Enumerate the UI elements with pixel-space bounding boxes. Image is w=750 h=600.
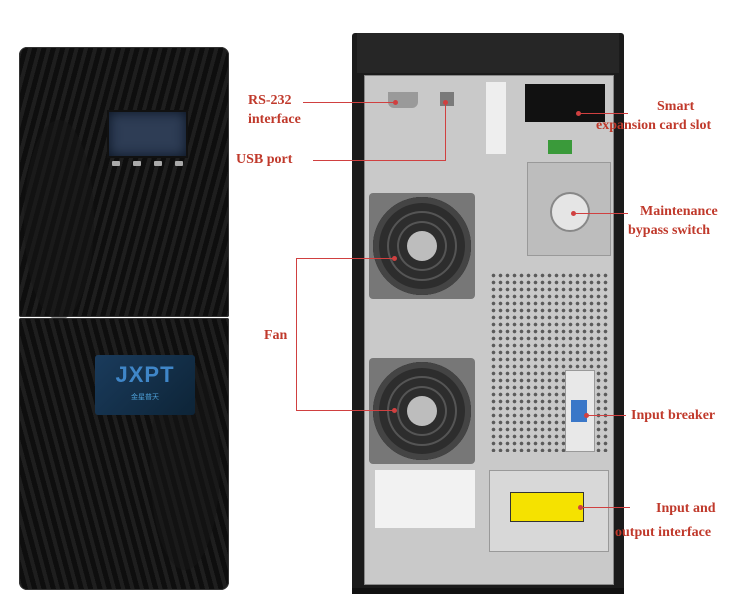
callout-line-rs232 — [303, 102, 395, 103]
spec-sticker — [375, 470, 475, 528]
callout-dot — [584, 413, 589, 418]
callout-line-smart — [578, 113, 628, 114]
callout-dot — [392, 256, 397, 261]
callout-line-usb — [445, 102, 446, 160]
lcd-display — [107, 110, 188, 158]
callout-line-bypass — [573, 213, 628, 214]
callout-line-fan — [296, 258, 394, 259]
callout-smart-line2: expansion card slot — [596, 118, 712, 133]
callout-dot — [392, 408, 397, 413]
rear-base — [352, 588, 624, 594]
brand-logo: JXPT — [115, 362, 175, 387]
callout-dot — [576, 111, 581, 116]
callout-dot — [443, 100, 448, 105]
callout-line-fan — [296, 410, 394, 411]
rear-label-strip — [486, 82, 506, 154]
callout-rs232-line2: interface — [248, 112, 301, 127]
warning-label — [510, 492, 584, 522]
callout-smart-line1: Smart — [657, 99, 695, 114]
terminal-block — [548, 140, 572, 154]
callout-io-line1: Input and — [656, 501, 716, 516]
callout-io-line2: output interface — [615, 525, 712, 540]
front-button — [112, 161, 120, 166]
callout-line-usb — [313, 160, 446, 161]
front-button — [154, 161, 162, 166]
front-button — [175, 161, 183, 166]
callout-bypass-line1: Maintenance — [640, 204, 718, 219]
smart-card-slot — [525, 84, 605, 122]
callout-rs232-line1: RS-232 — [248, 93, 292, 108]
callout-dot — [571, 211, 576, 216]
callout-bypass-line2: bypass switch — [628, 223, 711, 238]
front-wave-decor — [24, 120, 94, 320]
fan-hub — [407, 396, 437, 426]
callout-line-fan — [296, 258, 297, 411]
callout-dot — [393, 100, 398, 105]
callout-dot — [578, 505, 583, 510]
breaker-switch — [571, 400, 587, 422]
fan-hub — [407, 231, 437, 261]
callout-breaker: Input breaker — [631, 408, 716, 423]
callout-line-breaker — [586, 415, 626, 416]
callout-usb: USB port — [236, 152, 293, 167]
ups-rear-top — [357, 33, 619, 73]
brand-subtitle: 金星普天 — [131, 394, 159, 401]
brand-panel — [95, 355, 195, 415]
front-button — [133, 161, 141, 166]
callout-line-io — [580, 507, 630, 508]
bypass-switch-knob — [550, 192, 590, 232]
callout-fan: Fan — [264, 328, 288, 343]
